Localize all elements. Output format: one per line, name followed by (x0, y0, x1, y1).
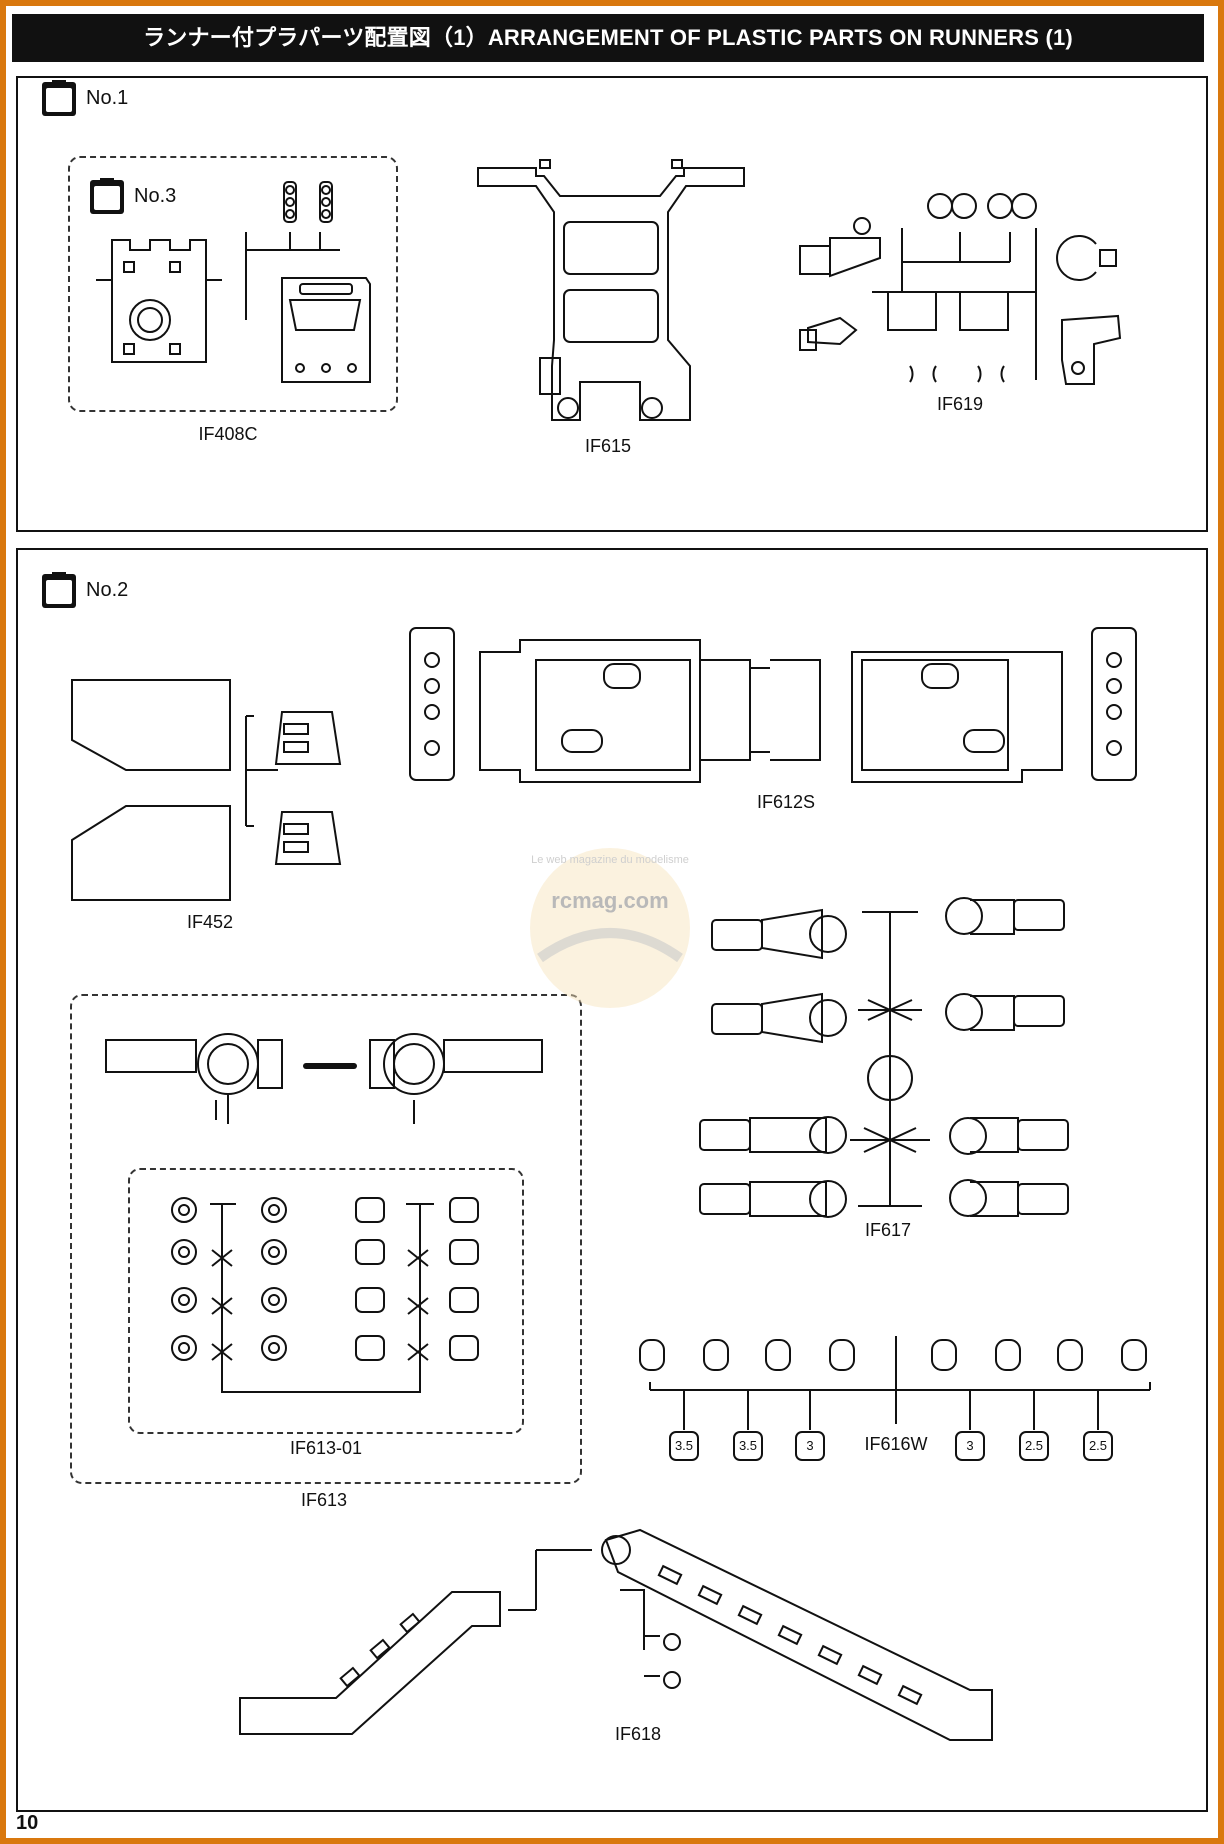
part-label-if615: IF615 (584, 436, 632, 456)
parts-bag-icon (42, 80, 76, 116)
watermark-tagline: Le web magazine du modelisme (531, 854, 689, 866)
shim-label: 3 (966, 1438, 974, 1453)
rcmag-watermark: rcmag.com Le web magazine du modelisme (510, 838, 710, 1018)
shim-label: 2.5 (1024, 1438, 1044, 1453)
part-label-if613: IF613 (300, 1490, 348, 1510)
if619-drawing (799, 193, 1122, 385)
parts-bag-icon (90, 178, 124, 214)
if408c-drawing (96, 181, 371, 383)
if618-drawing (239, 1528, 993, 1741)
if617-drawing (699, 897, 1069, 1218)
watermark-brand: rcmag.com (551, 888, 669, 913)
shim-label: 2.5 (1088, 1438, 1108, 1453)
part-label-if619: IF619 (936, 394, 984, 414)
watermark-logo-icon (530, 848, 690, 1008)
if613-01-group-box (128, 1168, 524, 1434)
part-label-if452: IF452 (186, 912, 234, 932)
runner-label-no3: No.3 (134, 184, 177, 207)
part-label-if408c: IF408C (198, 424, 258, 444)
if616w-drawing (639, 1336, 1151, 1461)
page-number: 10 (16, 1812, 39, 1834)
shim-label: 3.5 (738, 1438, 758, 1453)
if408c-group-box (68, 156, 398, 412)
if615-drawing (477, 159, 745, 421)
part-label-if618: IF618 (614, 1724, 662, 1744)
part-label-if616w: IF616W (864, 1434, 928, 1454)
if452-drawing (71, 679, 342, 901)
parts-bag-icon (42, 572, 76, 608)
part-label-if612s: IF612S (756, 792, 816, 812)
runner-panel-no2 (16, 548, 1208, 1812)
if612s-drawing (409, 627, 1137, 783)
part-label-if613-01: IF613-01 (289, 1438, 363, 1458)
runner-panel-no1 (16, 76, 1208, 532)
if613-drawing (105, 1033, 543, 1124)
if613-01-drawing (171, 1197, 479, 1393)
page-title: ランナー付プラパーツ配置図（1）ARRANGEMENT OF PLASTIC P… (12, 14, 1204, 62)
shim-label: 3 (806, 1438, 814, 1453)
if613-group-box (70, 994, 582, 1484)
runner-tag-no3: No.3 (88, 176, 176, 216)
runner-tag-no2: No.2 (40, 570, 128, 610)
runner-tag-no1: No.1 (40, 78, 128, 118)
part-label-if617: IF617 (864, 1220, 912, 1240)
runner-label-no1: No.1 (86, 86, 129, 109)
shim-label: 3.5 (674, 1438, 694, 1453)
runner-label-no2: No.2 (86, 578, 129, 601)
